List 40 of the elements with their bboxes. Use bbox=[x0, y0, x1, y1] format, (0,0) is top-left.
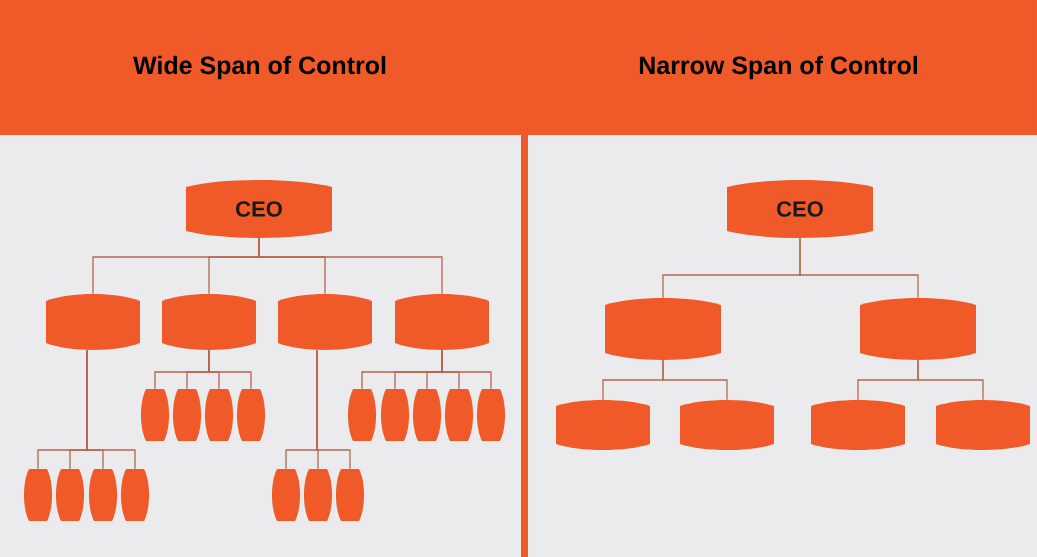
node-label: Wide Span of Control bbox=[133, 55, 386, 80]
manager-box bbox=[46, 294, 140, 350]
manager-box bbox=[860, 298, 976, 360]
staff-box bbox=[141, 389, 170, 441]
connector-line bbox=[258, 237, 443, 295]
staff-box bbox=[272, 469, 301, 521]
role-box: CEO bbox=[727, 180, 873, 238]
connector-line bbox=[799, 237, 919, 299]
manager-box bbox=[278, 294, 372, 350]
staff-box bbox=[348, 389, 377, 441]
staff-box bbox=[477, 389, 506, 441]
connector-line bbox=[917, 359, 984, 401]
connector-line bbox=[316, 349, 351, 470]
manager-box bbox=[680, 400, 774, 450]
staff-box bbox=[24, 469, 53, 521]
staff-box bbox=[56, 469, 85, 521]
node-label: Narrow Span of Control bbox=[639, 55, 917, 80]
staff-box bbox=[304, 469, 333, 521]
connector-line bbox=[86, 349, 136, 470]
connector-line bbox=[208, 349, 252, 390]
manager-box bbox=[811, 400, 905, 450]
staff-box bbox=[173, 389, 202, 441]
manager-box bbox=[162, 294, 256, 350]
manager-box bbox=[556, 400, 650, 450]
staff-box bbox=[381, 389, 410, 441]
staff-box bbox=[413, 389, 442, 441]
manager-box bbox=[605, 298, 721, 360]
manager-box bbox=[936, 400, 1030, 450]
role-box: CEO bbox=[186, 180, 332, 238]
staff-box bbox=[89, 469, 118, 521]
manager-box bbox=[395, 294, 489, 350]
header-band: Narrow Span of Control bbox=[520, 0, 1037, 135]
staff-box bbox=[336, 469, 365, 521]
staff-box bbox=[205, 389, 234, 441]
staff-box bbox=[445, 389, 474, 441]
header-band: Wide Span of Control bbox=[0, 0, 520, 135]
connector-line bbox=[662, 359, 728, 401]
staff-box bbox=[121, 469, 150, 521]
connector-line bbox=[441, 349, 492, 390]
staff-box bbox=[237, 389, 266, 441]
